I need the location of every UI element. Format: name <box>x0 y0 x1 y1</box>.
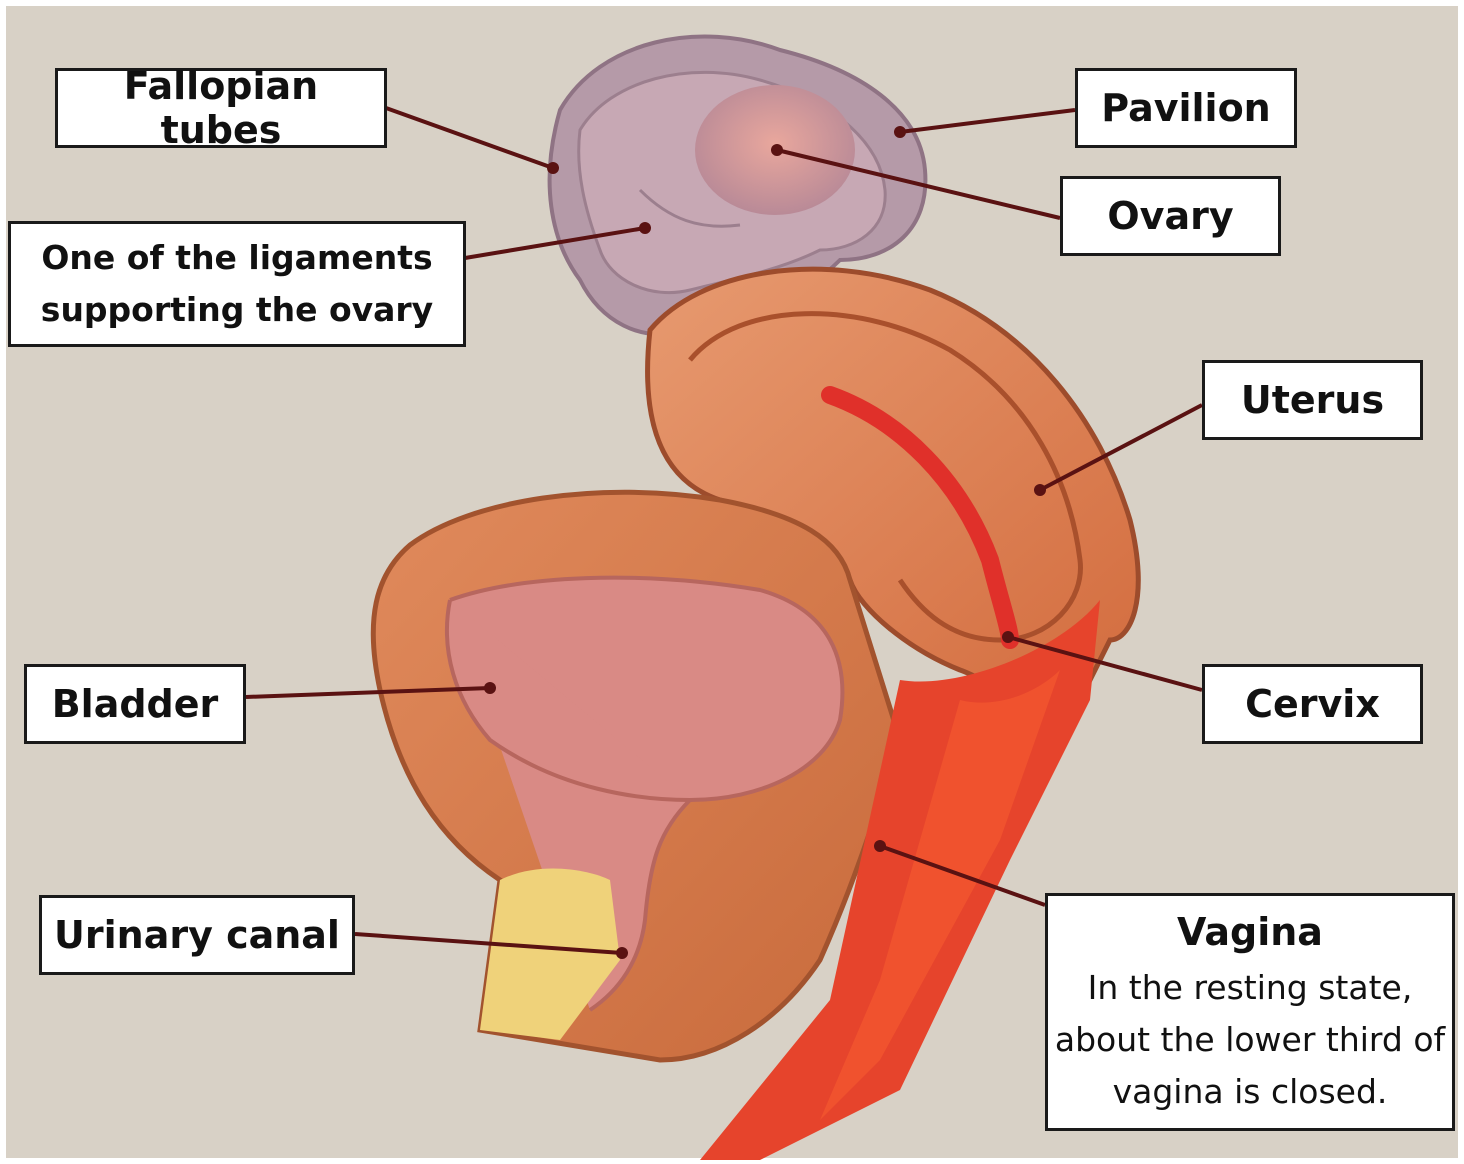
leader-cervix-dot <box>1002 631 1014 643</box>
leader-bladder-dot <box>484 682 496 694</box>
label-bladder-text: Bladder <box>52 682 219 726</box>
label-fallopian-tubes: Fallopian tubes <box>55 68 387 148</box>
label-ligament: One of the ligaments supporting the ovar… <box>8 221 466 347</box>
label-urinary-canal: Urinary canal <box>39 895 355 975</box>
label-urinary-canal-text: Urinary canal <box>54 913 340 957</box>
leader-fallopian-tubes-dot <box>547 162 559 174</box>
label-vagina: Vagina In the resting state, about the l… <box>1045 893 1455 1131</box>
label-fallopian-tubes-text: Fallopian tubes <box>58 64 384 152</box>
label-ovary-text: Ovary <box>1107 194 1233 238</box>
leader-ligament-dot <box>639 222 651 234</box>
leader-uterus-dot <box>1034 484 1046 496</box>
label-uterus-text: Uterus <box>1241 378 1384 422</box>
leader-vagina-dot <box>874 840 886 852</box>
leader-urinary-canal-dot <box>616 947 628 959</box>
label-uterus: Uterus <box>1202 360 1423 440</box>
label-vagina-note: In the resting state, about the lower th… <box>1050 962 1450 1118</box>
label-pavilion: Pavilion <box>1075 68 1297 148</box>
label-ligament-text: One of the ligaments supporting the ovar… <box>23 232 451 336</box>
label-vagina-title: Vagina <box>1177 910 1323 954</box>
label-bladder: Bladder <box>24 664 246 744</box>
label-pavilion-text: Pavilion <box>1101 86 1270 130</box>
leader-ovary-dot <box>771 144 783 156</box>
leader-pavilion-dot <box>894 126 906 138</box>
label-cervix-text: Cervix <box>1245 682 1380 726</box>
label-ovary: Ovary <box>1060 176 1281 256</box>
label-cervix: Cervix <box>1202 664 1423 744</box>
